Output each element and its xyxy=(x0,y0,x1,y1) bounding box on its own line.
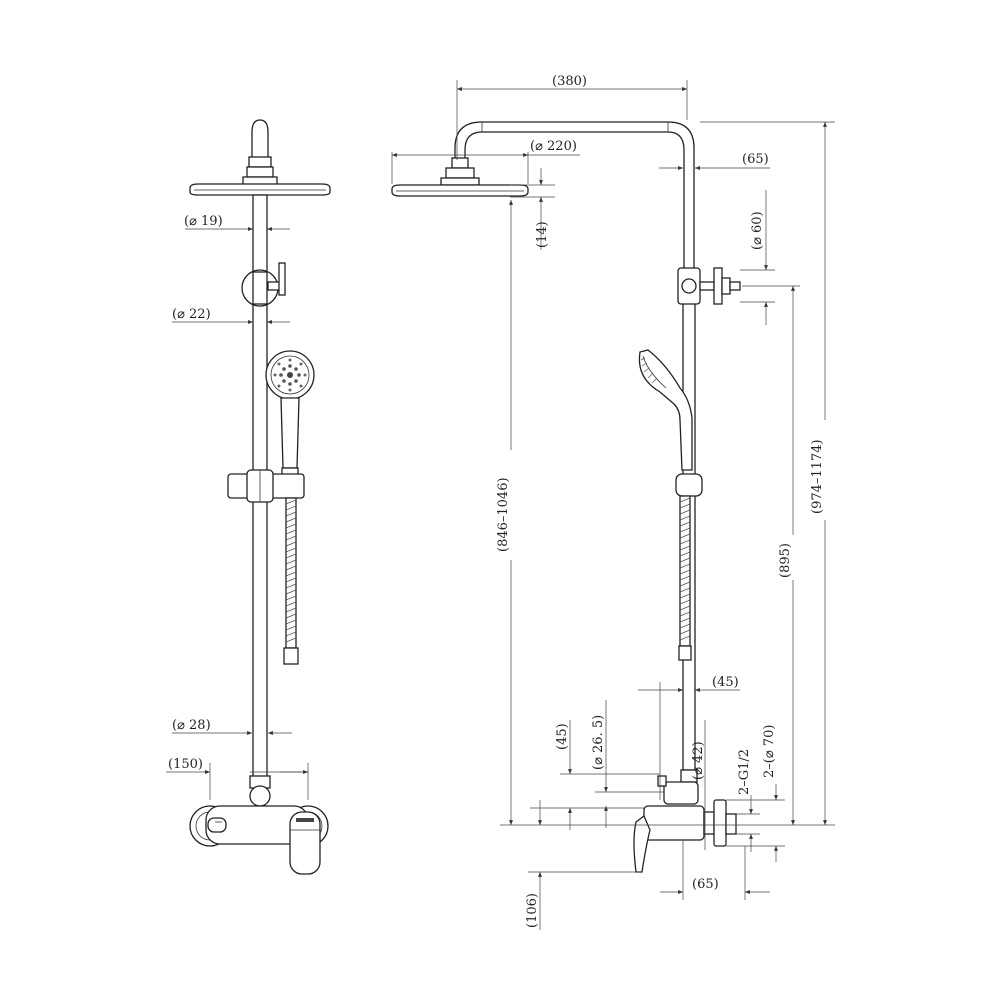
dim-14: (14) xyxy=(535,221,550,248)
hand-shower-nozzles xyxy=(273,358,307,392)
dim-106: (106) xyxy=(525,893,540,928)
dim-dia-220: (⌀ 220) xyxy=(530,139,577,154)
front-view xyxy=(189,119,331,875)
dim-65-bottom: (65) xyxy=(692,877,719,892)
front-view-dimensions: (⌀ 19) (⌀ 22) (⌀ 28) (150) xyxy=(166,214,309,800)
dim-45-right: (45) xyxy=(712,675,739,690)
side-view xyxy=(391,121,741,873)
side-hand-shower-nozzles xyxy=(640,357,658,384)
dim-g1-2: 2–G1/2 xyxy=(737,749,752,795)
side-view-dimensions: (380) (⌀ 220) (65) (14) (⌀ 60) (846–1046… xyxy=(391,74,835,930)
dim-dia-70: 2–(⌀ 70) xyxy=(762,725,777,778)
dim-45-left: (45) xyxy=(555,723,570,750)
dim-dia-28: (⌀ 28) xyxy=(172,718,211,733)
dim-height-895: (895) xyxy=(778,543,793,578)
dim-width-150: (150) xyxy=(168,757,203,772)
dim-height-974-1174: (974–1174) xyxy=(810,439,825,514)
dim-dia-19: (⌀ 19) xyxy=(184,214,223,229)
dim-dia-60: (⌀ 60) xyxy=(750,211,765,250)
front-hose-hatch xyxy=(285,499,297,643)
dim-dia-22: (⌀ 22) xyxy=(172,307,211,322)
side-hose-hatch xyxy=(679,497,691,641)
dim-65-top: (65) xyxy=(742,152,769,167)
dim-dia-42: (⌀ 42) xyxy=(691,741,706,780)
dim-height-846-1046: (846–1046) xyxy=(496,477,511,552)
dim-dia-26-5: (⌀ 26. 5) xyxy=(591,715,606,770)
dim-width-380: (380) xyxy=(552,74,587,89)
